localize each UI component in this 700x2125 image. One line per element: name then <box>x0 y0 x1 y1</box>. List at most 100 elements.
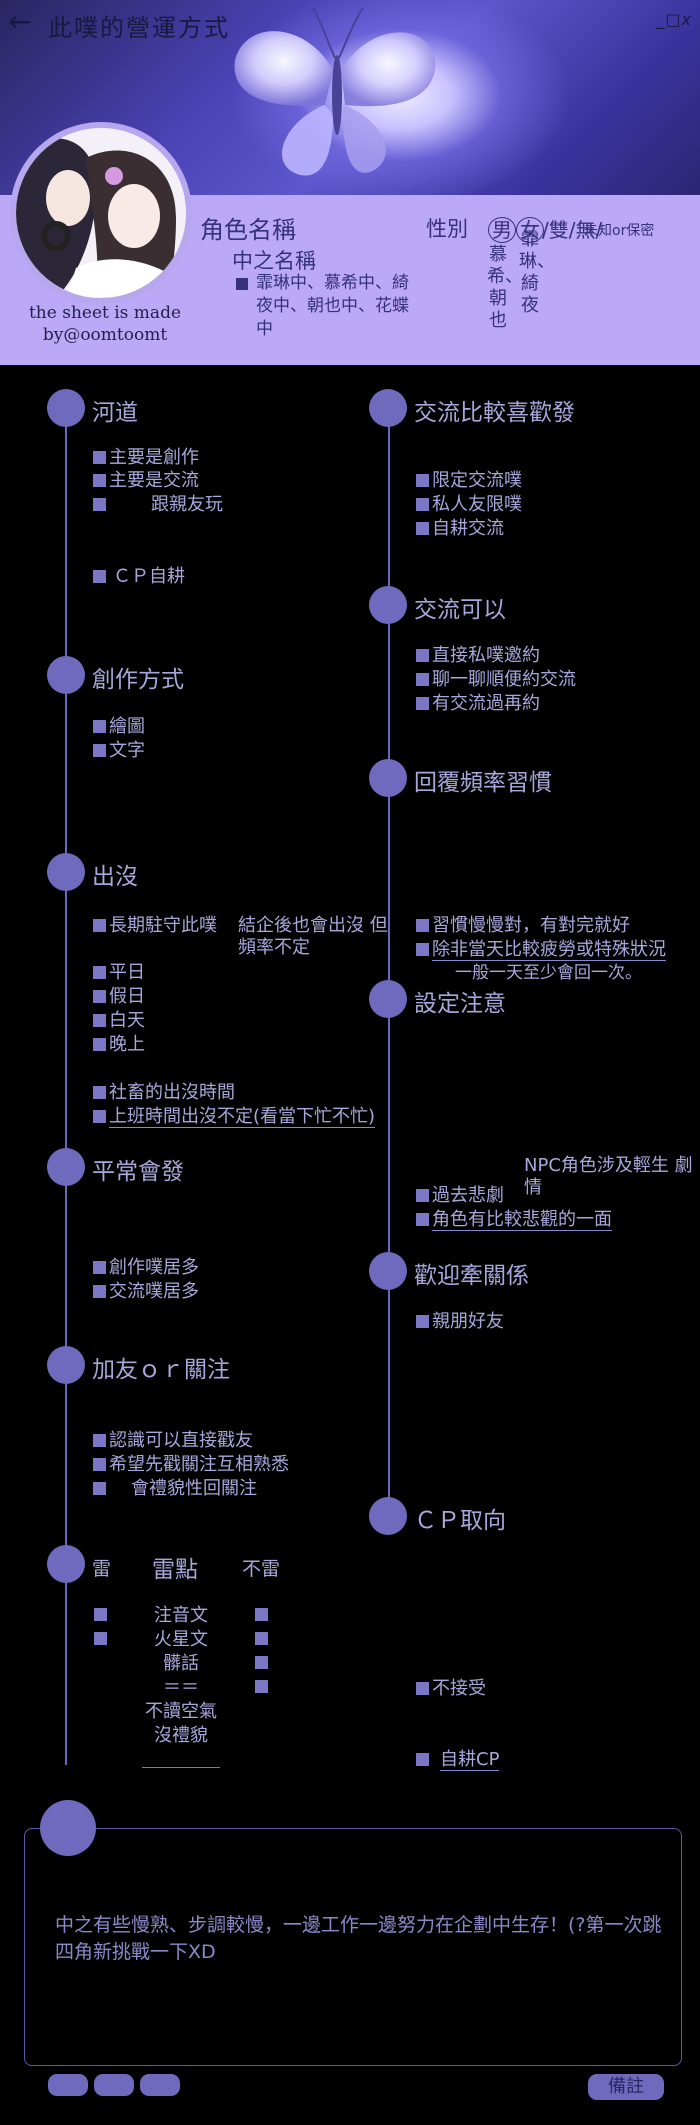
checked-box-icon <box>93 1110 106 1123</box>
section-title-settings: 設定注意 <box>414 991 506 1017</box>
checked-box-icon <box>416 697 429 710</box>
checked-box-icon <box>416 1753 429 1766</box>
gender-label: 性別 <box>426 217 468 241</box>
checked-box-icon <box>254 1608 268 1621</box>
list-item: ＣＰ自耕 <box>93 566 185 588</box>
checked-box-icon <box>416 919 429 932</box>
gender-female[interactable]: 女 <box>516 214 544 243</box>
dnd-title-mid: 雷點 <box>152 1557 198 1583</box>
reply-note: 一般一天至少會回一次。 <box>455 963 642 983</box>
list-item: 習慣慢慢對，有對完就好 <box>416 915 630 937</box>
list-item: 希望先戳關注互相熟悉 <box>93 1454 289 1476</box>
dnd-row-label: 髒話 <box>163 1653 199 1674</box>
dnd-title-right: 不雷 <box>242 1558 281 1580</box>
cv-checkbox <box>236 278 248 290</box>
checked-box-icon <box>93 1086 106 1099</box>
dnd-left-checks <box>92 1604 108 1652</box>
list-item: 主要是交流 <box>93 470 199 492</box>
dnd-row-label: ＝＝ <box>163 1677 199 1698</box>
cv-list: 霏琳中、慕希中、綺夜中、朝也中、花蝶中 <box>256 273 409 339</box>
name-vertical-1: 慕希、朝也 <box>487 244 523 331</box>
gender-male[interactable]: 男 <box>488 214 516 243</box>
checked-box-icon <box>254 1632 268 1645</box>
butterfly-illustration <box>234 7 436 176</box>
gender-unknown[interactable]: 未知or保密 <box>584 223 655 239</box>
dnd-blank-line <box>142 1748 220 1768</box>
remarks-text: 中之有些慢熟、步調較慢，一邊工作一邊努力在企劃中生存！(?第一次跳四角新挑戰一下… <box>55 1914 662 1963</box>
list-item: 平日 <box>93 962 145 984</box>
timeline-node <box>369 980 407 1018</box>
list-item: 假日 <box>93 986 145 1008</box>
checked-box-icon <box>416 649 429 662</box>
avatar-frame <box>10 122 192 304</box>
window-controls[interactable]: _□x <box>656 10 692 29</box>
dnd-right-checks <box>253 1604 269 1700</box>
dnd-row-label: 火星文 <box>154 1629 208 1650</box>
checked-box-icon <box>93 966 106 979</box>
remarks-panel <box>24 1828 682 2066</box>
checked-box-icon <box>416 1315 429 1328</box>
remarks-node <box>40 1800 96 1856</box>
timeline-node <box>369 1497 407 1535</box>
list-item: 上班時間出沒不定(看當下忙不忙) <box>93 1106 376 1128</box>
checked-box-icon <box>416 498 429 511</box>
checked-box-icon <box>254 1656 268 1669</box>
list-item: 角色有比較悲觀的一面 <box>416 1209 612 1231</box>
checked-box-icon <box>93 1285 106 1298</box>
checked-box-icon <box>416 943 429 956</box>
list-item: 私人友限噗 <box>416 494 522 516</box>
sheet-credit: the sheet is made by@oomtoomt <box>28 303 182 345</box>
checked-box-icon <box>93 1608 107 1621</box>
list-item: 自耕CP <box>416 1749 500 1771</box>
dnd-row-label: 注音文 <box>154 1605 208 1626</box>
checked-box-icon <box>93 1482 106 1495</box>
checked-box-icon <box>93 1458 106 1471</box>
avatar <box>16 128 186 298</box>
checked-box-icon <box>416 1682 429 1695</box>
list-item: 有交流過再約 <box>416 693 540 715</box>
list-item: 認識可以直接戳友 <box>93 1430 253 1452</box>
checked-box-icon <box>93 570 106 583</box>
checked-box-icon <box>93 498 106 511</box>
settings-note: NPC角色涉及輕生 劇情 <box>524 1155 693 1198</box>
list-item: 直接私噗邀約 <box>416 645 540 667</box>
list-item: 會禮貌性回關注 <box>93 1478 257 1500</box>
checked-box-icon <box>416 1189 429 1202</box>
back-arrow-icon[interactable]: ← <box>8 5 32 38</box>
list-item: 繪圖 <box>93 716 145 738</box>
dot-button-2[interactable] <box>94 2074 134 2096</box>
section-title-cp: ＣＰ取向 <box>414 1508 506 1534</box>
dot-button-1[interactable] <box>48 2074 88 2096</box>
list-item: 晚上 <box>93 1034 145 1056</box>
section-title-welcome: 歡迎牽關係 <box>414 1263 529 1289</box>
timeline-node <box>47 853 85 891</box>
checked-box-icon <box>93 990 106 1003</box>
section-title-creation: 創作方式 <box>92 667 184 693</box>
list-item: 自耕交流 <box>416 518 504 540</box>
gender-other[interactable]: /雙/無/ <box>542 218 603 242</box>
checked-box-icon <box>93 919 106 932</box>
timeline-node <box>47 1148 85 1186</box>
dot-button-3[interactable] <box>140 2074 180 2096</box>
presence-note: 結企後也會出沒 但頻率不定 <box>238 915 388 958</box>
avatar-illustration <box>16 128 186 298</box>
checked-box-icon <box>254 1680 268 1693</box>
role-name-label: 角色名稱 <box>200 216 296 244</box>
checked-box-icon <box>93 1434 106 1447</box>
section-title-reply: 回覆頻率習慣 <box>414 770 552 796</box>
list-item: 長期駐守此噗 <box>93 915 217 937</box>
checked-box-icon <box>93 451 106 464</box>
checked-box-icon <box>416 474 429 487</box>
section-title-allow: 交流可以 <box>414 597 506 623</box>
section-title-prefer: 交流比較喜歡發 <box>414 400 575 426</box>
timeline-node <box>47 389 85 427</box>
list-item: 聊一聊順便約交流 <box>416 669 576 691</box>
checked-box-icon <box>93 720 106 733</box>
timeline-node <box>47 1545 85 1583</box>
dnd-title-left: 雷 <box>92 1558 112 1580</box>
right-timeline-line <box>388 410 390 1510</box>
checked-box-icon <box>93 1014 106 1027</box>
timeline-node <box>47 656 85 694</box>
list-item: 主要是創作 <box>93 447 199 469</box>
remarks-button[interactable]: 備註 <box>588 2074 664 2100</box>
